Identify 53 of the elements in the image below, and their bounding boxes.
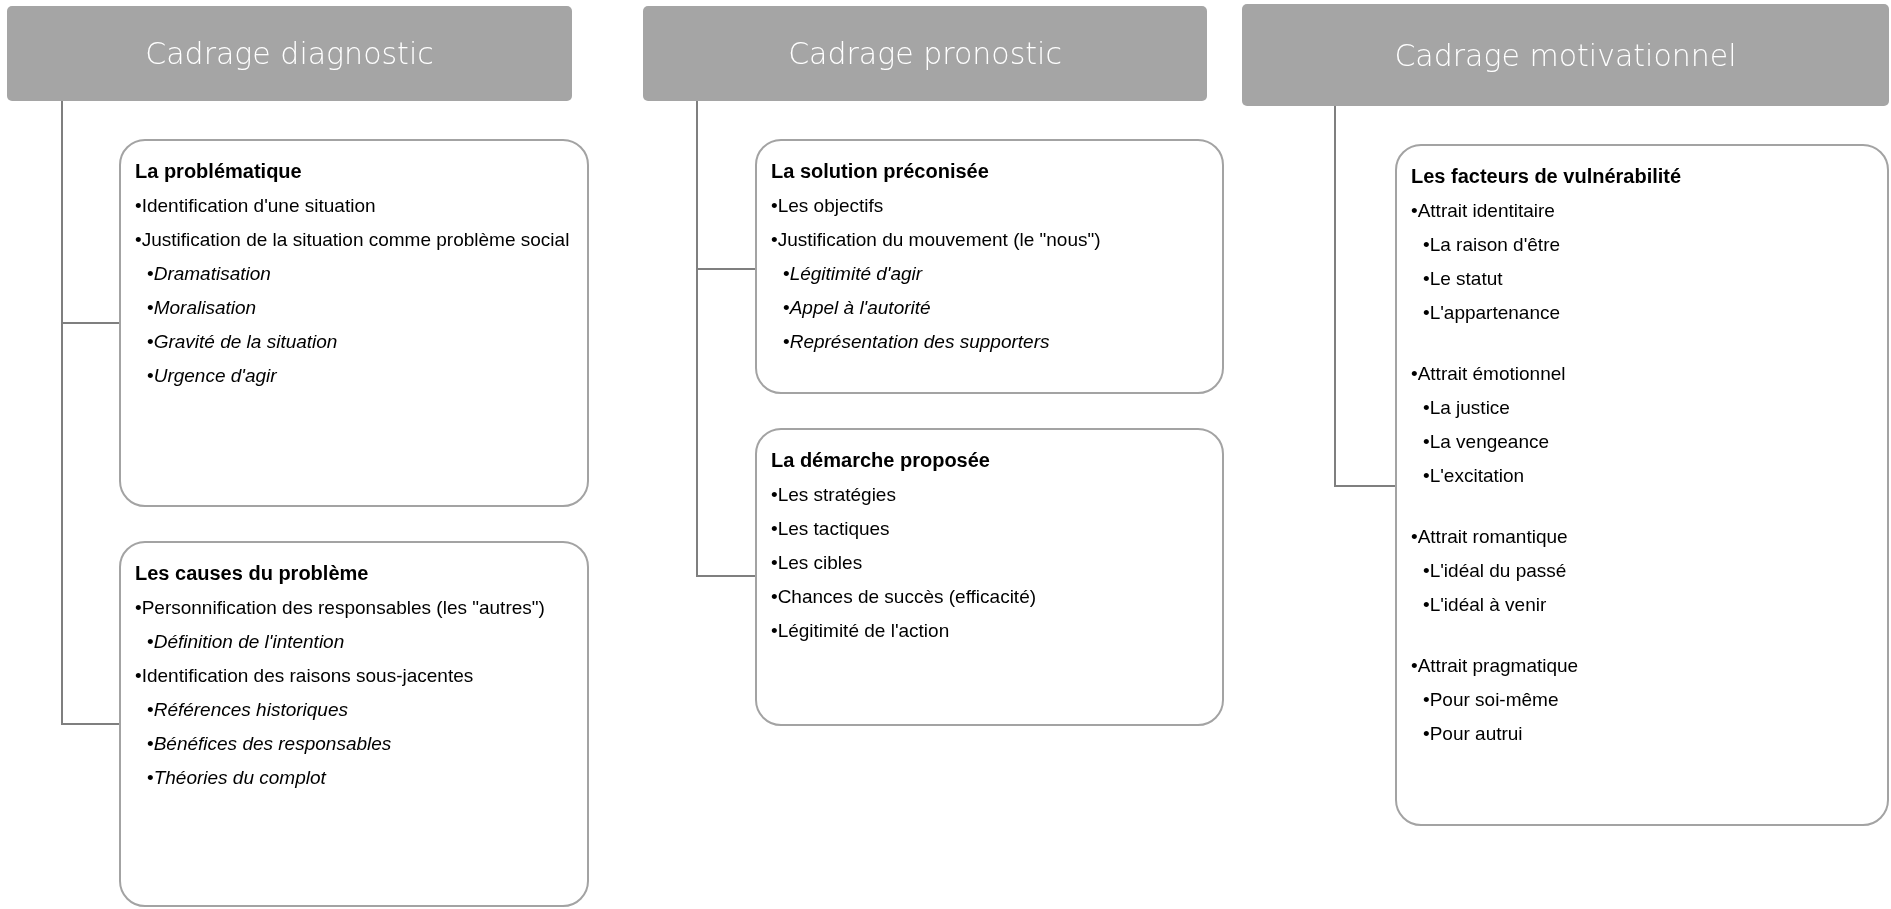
bullet-item: •Justification de la situation comme problème social xyxy=(135,228,571,252)
bullet-item: •Personnification des responsables (les "autres") xyxy=(135,596,546,620)
bullet-item: •La justice xyxy=(1423,396,1511,420)
bullet-item: •Appel à l'autorité xyxy=(783,296,932,320)
section-card xyxy=(755,139,1224,394)
bullet-item: •Références historiques xyxy=(147,698,349,722)
bullet-item: •Le statut xyxy=(1423,267,1504,291)
bullet-item: •Attrait identitaire xyxy=(1411,199,1556,223)
section-card xyxy=(1395,144,1889,826)
bullet-item: •Théories du complot xyxy=(147,766,328,790)
bullet-item: •Définition de l'intention xyxy=(147,630,346,654)
header-title: Cadrage motivationnel xyxy=(1394,37,1737,73)
header-title: Cadrage pronostic xyxy=(788,36,1062,71)
card-heading: La solution préconisée xyxy=(771,159,990,184)
header-box xyxy=(643,6,1207,101)
card-heading: Les causes du problème xyxy=(135,561,370,586)
bullet-item: •L'idéal du passé xyxy=(1423,559,1568,583)
bullet-item: •La vengeance xyxy=(1423,430,1551,454)
bullet-item: •Attrait émotionnel xyxy=(1411,362,1567,386)
bullet-item: •Les tactiques xyxy=(771,517,891,541)
bullet-item: •L'appartenance xyxy=(1423,301,1562,325)
section-card xyxy=(119,541,589,907)
section-card xyxy=(755,428,1224,726)
card-heading: La problématique xyxy=(135,159,303,184)
bullet-item: •Identification des raisons sous-jacentes xyxy=(135,664,475,688)
section-card xyxy=(119,139,589,507)
bullet-item: •Bénéfices des responsables xyxy=(147,732,393,756)
header-box xyxy=(1242,4,1889,106)
bullet-item: •La raison d'être xyxy=(1423,233,1562,257)
bullet-item: •Les objectifs xyxy=(771,194,885,218)
bullet-item: •Les cibles xyxy=(771,551,864,575)
bullet-item: •Attrait romantique xyxy=(1411,525,1569,549)
bullet-item: •Représentation des supporters xyxy=(783,330,1051,354)
bullet-item: •Moralisation xyxy=(147,296,258,320)
card-heading: Les facteurs de vulnérabilité xyxy=(1411,164,1683,189)
bullet-item: •Chances de succès (efficacité) xyxy=(771,585,1038,609)
header-title: Cadrage diagnostic xyxy=(145,36,434,71)
header-box xyxy=(7,6,572,101)
bullet-item: •Les stratégies xyxy=(771,483,897,507)
bullet-item: •Pour autrui xyxy=(1423,722,1524,746)
bullet-item: •Légitimité d'agir xyxy=(783,262,924,286)
bullet-item: •Identification d'une situation xyxy=(135,194,377,218)
bullet-item: •Dramatisation xyxy=(147,262,272,286)
card-heading: La démarche proposée xyxy=(771,448,991,473)
bullet-item: •Urgence d'agir xyxy=(147,364,278,388)
bullet-item: •Légitimité de l'action xyxy=(771,619,951,643)
bullet-item: •Pour soi-même xyxy=(1423,688,1560,712)
connector-line xyxy=(1334,105,1396,487)
bullet-item: •L'idéal à venir xyxy=(1423,593,1548,617)
bullet-item: •L'excitation xyxy=(1423,464,1526,488)
bullet-item: •Justification du mouvement (le "nous") xyxy=(771,228,1102,252)
bullet-item: •Gravité de la situation xyxy=(147,330,339,354)
bullet-item: •Attrait pragmatique xyxy=(1411,654,1580,678)
